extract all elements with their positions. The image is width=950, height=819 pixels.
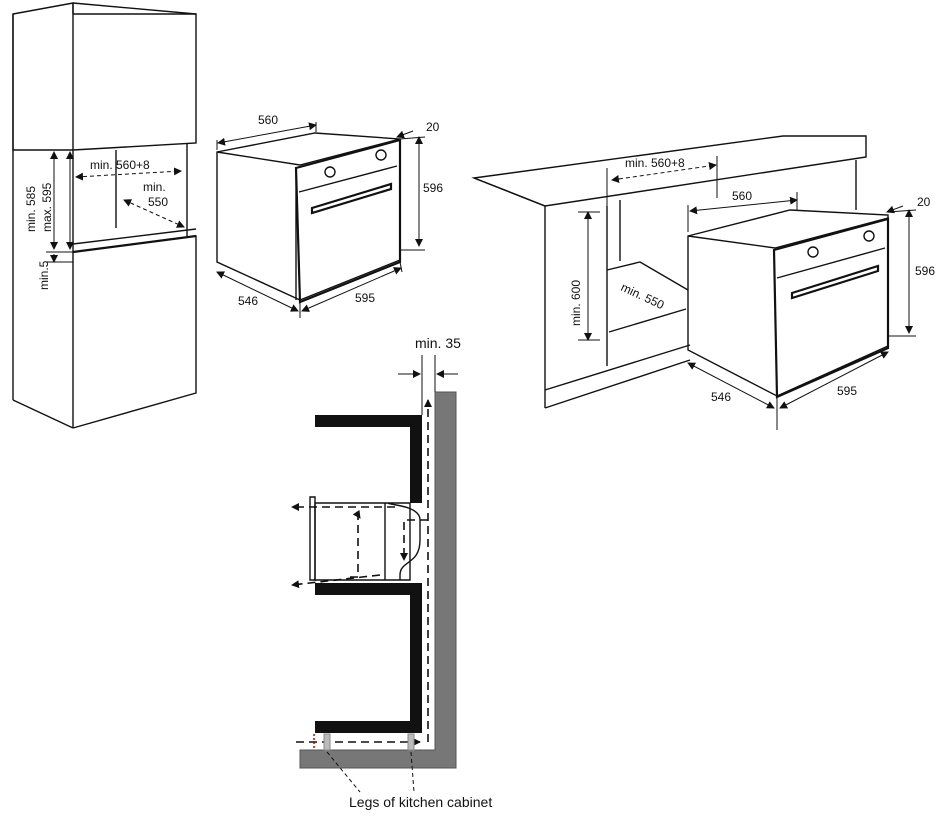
cabinet-leg-right bbox=[407, 733, 415, 751]
label-niche-depth-2: 550 bbox=[148, 195, 168, 209]
wall bbox=[299, 391, 457, 769]
label-oven-depth: 546 bbox=[238, 294, 258, 308]
label-uc-height: 596 bbox=[915, 264, 935, 278]
label-oven-width: 560 bbox=[258, 113, 278, 127]
cabinet-leg-left bbox=[323, 733, 331, 751]
label-uc-min-550: min. 550 bbox=[619, 280, 667, 312]
label-oven-height: 596 bbox=[423, 181, 443, 195]
label-uc-oven-width: 560 bbox=[732, 189, 752, 203]
oven-left bbox=[216, 122, 426, 318]
label-min-585: min. 585 bbox=[24, 186, 38, 232]
label-niche-depth-1: min. bbox=[143, 180, 166, 194]
label-oven-front: 595 bbox=[355, 291, 375, 305]
label-uc-min-600: min. 600 bbox=[569, 280, 583, 326]
label-uc-depth: 546 bbox=[711, 390, 731, 404]
label-legs-of-kitchen-cabinet: Legs of kitchen cabinet bbox=[349, 794, 492, 810]
label-uc-niche-width: min. 560+8 bbox=[625, 156, 685, 170]
label-uc-gap: 20 bbox=[917, 195, 931, 209]
label-oven-gap: 20 bbox=[426, 120, 440, 134]
undercounter-installation bbox=[471, 135, 917, 430]
label-max-595: max. 595 bbox=[40, 182, 54, 232]
label-niche-width: min. 560+8 bbox=[90, 158, 150, 172]
ventilation-section bbox=[291, 355, 458, 793]
column-cabinet bbox=[12, 2, 197, 429]
label-min-35: min. 35 bbox=[415, 335, 461, 351]
label-min-5: min.5 bbox=[37, 260, 51, 290]
label-uc-front: 595 bbox=[837, 384, 857, 398]
